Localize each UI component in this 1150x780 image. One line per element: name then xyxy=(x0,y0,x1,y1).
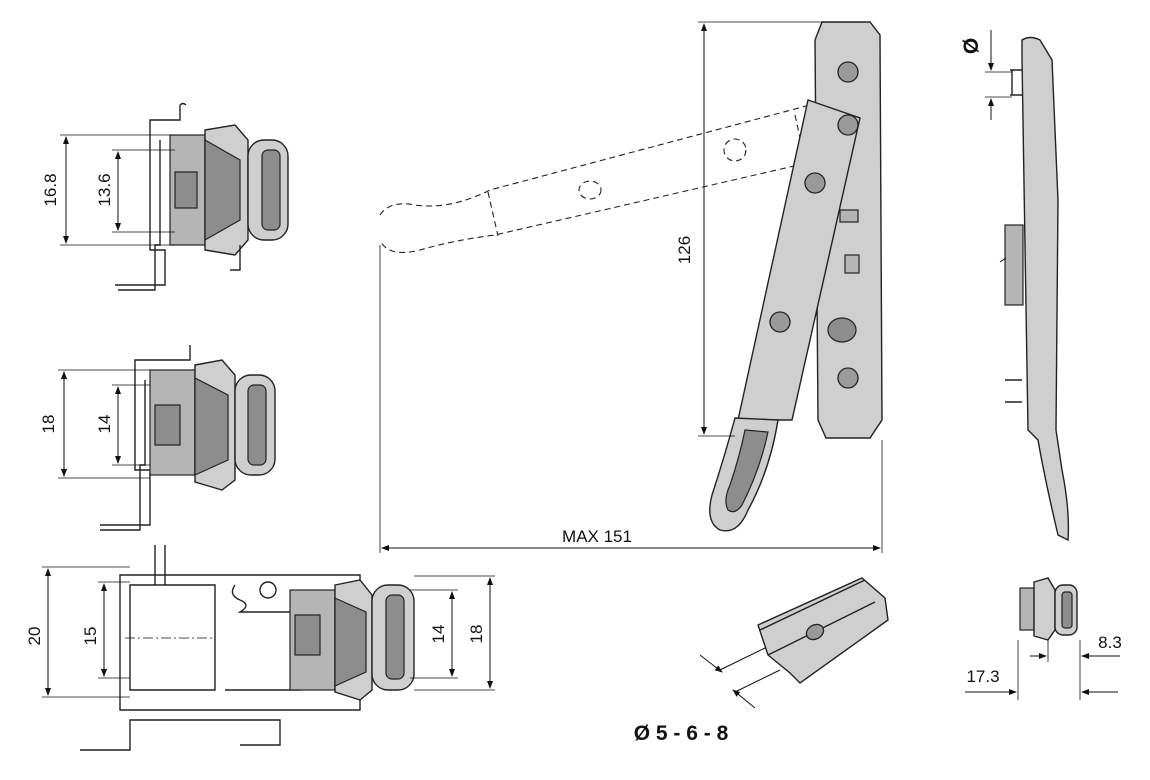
dim-detail-c-right-outer: 18 xyxy=(467,625,486,644)
dim-stay-length-label: MAX 151 xyxy=(562,527,632,546)
detail-b-dim-inner: 14 xyxy=(95,384,150,466)
dim-stay-length: MAX 151 xyxy=(379,245,883,553)
detail-a-dim-outer: 16.8 xyxy=(41,134,175,246)
detail-c-section xyxy=(80,545,415,751)
dim-detail-c-right-inner: 14 xyxy=(429,625,448,644)
detail-c-dim-left-inner: 15 xyxy=(81,581,130,679)
dim-detail-b-inner: 14 xyxy=(95,415,114,434)
detail-b-section xyxy=(100,345,276,531)
hole-diameters-label: Ø 5 - 6 - 8 xyxy=(634,722,729,745)
detail-c-dim-left-outer: 20 xyxy=(25,566,130,698)
detail-a-section xyxy=(115,102,289,291)
dim-detail-a-outer: 16.8 xyxy=(41,173,60,206)
detail-c-dim-right-inner: 14 xyxy=(410,589,458,679)
dim-small-view-a: 8.3 xyxy=(1030,633,1122,700)
dim-detail-c-left-outer: 20 xyxy=(25,627,44,646)
dim-detail-b-outer: 18 xyxy=(39,415,58,434)
dim-side-view-diameter: Ø xyxy=(960,30,1012,120)
dim-detail-a-inner: 13.6 xyxy=(95,173,114,206)
side-view xyxy=(999,36,1070,542)
rail-detail xyxy=(699,577,889,709)
dim-detail-c-left-inner: 15 xyxy=(81,627,100,646)
stay-arm xyxy=(709,99,861,532)
detail-b-dim-outer: 18 xyxy=(39,369,150,479)
dim-stay-height: 126 xyxy=(675,21,822,437)
dim-small-view-a-label: 8.3 xyxy=(1098,633,1122,652)
dim-stay-height-label: 126 xyxy=(675,236,694,264)
detail-a-dim-inner: 13.6 xyxy=(95,149,175,233)
dim-side-view-diameter-label: Ø xyxy=(960,38,983,54)
dim-small-view-b: 17.3 xyxy=(965,640,1118,700)
dim-small-view-b-label: 17.3 xyxy=(966,667,999,686)
small-view xyxy=(1019,577,1078,641)
detail-c-dim-right-outer: 18 xyxy=(414,575,495,691)
